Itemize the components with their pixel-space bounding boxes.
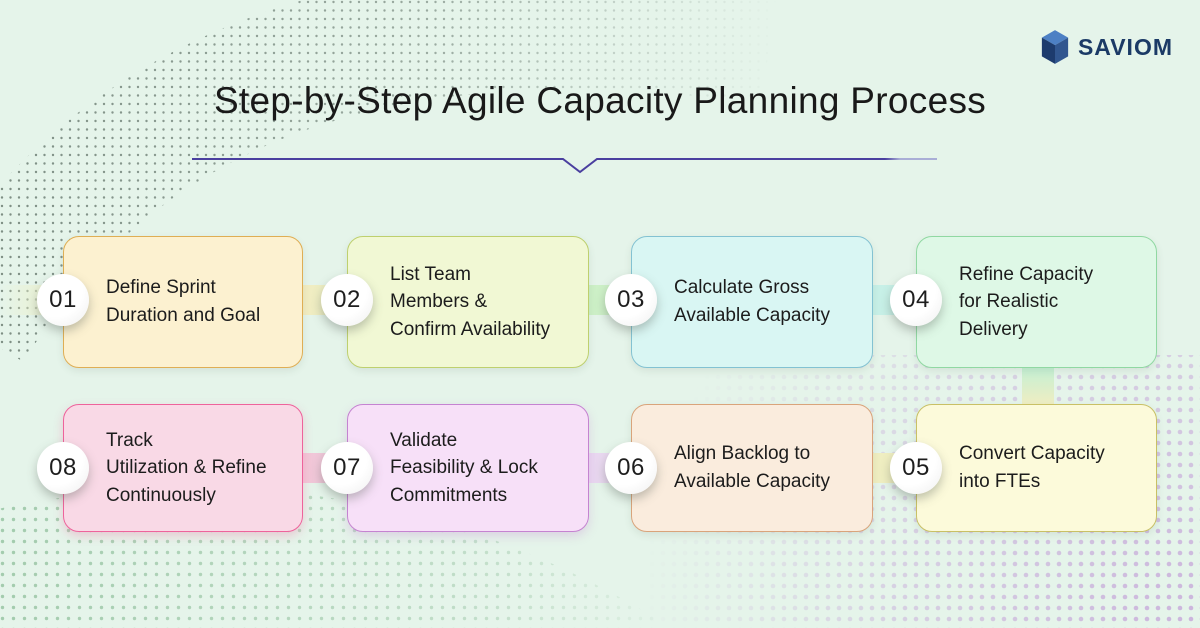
step-label: Calculate Gross Available Capacity bbox=[674, 277, 830, 326]
step-number-badge-2: 02 bbox=[321, 274, 373, 326]
brand-logo: SAVIOM bbox=[1040, 30, 1173, 64]
step-label: Align Backlog to Available Capacity bbox=[674, 443, 830, 492]
step-card-3: Calculate Gross Available Capacity bbox=[631, 236, 873, 368]
step-number-badge-4: 04 bbox=[890, 274, 942, 326]
page-title: Step-by-Step Agile Capacity Planning Pro… bbox=[213, 80, 987, 121]
step-number-badge-7: 07 bbox=[321, 442, 373, 494]
step-card-2: List Team Members & Confirm Availability bbox=[347, 236, 589, 368]
step-label: List Team Members & Confirm Availability bbox=[390, 263, 551, 340]
step-label: Validate Feasibility & Lock Commitments bbox=[390, 429, 538, 506]
step-card-8: Track Utilization & Refine Continuously bbox=[63, 404, 303, 532]
step-number-badge-1: 01 bbox=[37, 274, 89, 326]
step-label: Track Utilization & Refine Continuously bbox=[106, 429, 267, 506]
step-number-badge-8: 08 bbox=[37, 442, 89, 494]
step-card-7: Validate Feasibility & Lock Commitments bbox=[347, 404, 589, 532]
saviom-s-icon bbox=[1041, 30, 1069, 64]
step-card-6: Align Backlog to Available Capacity bbox=[631, 404, 873, 532]
connector-step4-step5 bbox=[1022, 366, 1054, 406]
step-label: Define Sprint Duration and Goal bbox=[106, 277, 261, 326]
step-card-4: Refine Capacity for Realistic Delivery bbox=[916, 236, 1157, 368]
brand-name: SAVIOM bbox=[1077, 33, 1173, 60]
step-number-badge-5: 05 bbox=[890, 442, 942, 494]
step-card-5: Convert Capacity into FTEs bbox=[916, 404, 1157, 532]
step-card-1: Define Sprint Duration and Goal bbox=[63, 236, 303, 368]
step-number-badge-6: 06 bbox=[605, 442, 657, 494]
step-label: Refine Capacity for Realistic Delivery bbox=[959, 263, 1094, 340]
step-number-badge-3: 03 bbox=[605, 274, 657, 326]
step-label: Convert Capacity into FTEs bbox=[959, 443, 1105, 492]
